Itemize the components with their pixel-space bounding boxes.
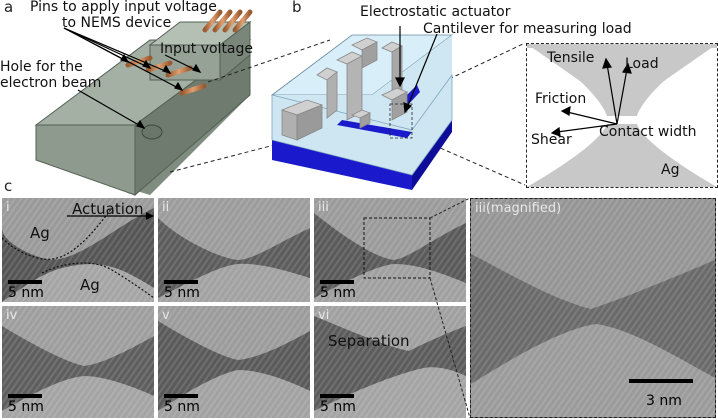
inset-tensile: Tensile (547, 50, 595, 66)
separation-label: Separation (328, 332, 410, 350)
scalebar (164, 394, 198, 398)
tem-frame-magnified: iii(magnified) 3 nm (470, 198, 716, 418)
hole-label: Hole for the (0, 59, 83, 75)
panel-c-letter: c (4, 177, 13, 195)
input-voltage-label: Input voltage (160, 41, 254, 57)
frame-v-tag: v (162, 308, 170, 323)
cantilever-label: Cantilever for measuring load (423, 21, 632, 37)
tem-frame-v: v 5 nm (158, 306, 310, 418)
scale-text: 5 nm (8, 399, 44, 415)
frame-i-tag: i (6, 200, 10, 215)
actuator-label: Electrostatic actuator (360, 4, 511, 20)
scalebar (629, 379, 693, 383)
rear-pins (202, 9, 253, 33)
tem-frame-ii: ii 5 nm (158, 198, 310, 302)
scale-text: 3 nm (646, 393, 682, 409)
tem-frame-vi: vi Separation 5 nm (314, 306, 466, 418)
scale-text: 5 nm (320, 399, 356, 415)
ag-top-label: Ag (30, 224, 50, 242)
scalebar (320, 280, 354, 284)
scale-text: 5 nm (164, 285, 200, 301)
scale-text: 5 nm (320, 285, 356, 301)
panel-a-illustration (0, 0, 300, 200)
panel-b-letter: b (292, 0, 302, 16)
scale-text: 5 nm (8, 285, 44, 301)
frame-magnified-tag: iii(magnified) (475, 201, 562, 216)
front-pins (125, 55, 207, 96)
scalebar (8, 280, 42, 284)
actuation-label: Actuation (72, 200, 144, 218)
inset-load: Load (625, 56, 659, 72)
panel-b-illustration (262, 20, 462, 195)
pins-label-line2: to NEMS device (62, 15, 172, 31)
frame-iv-tag: iv (6, 308, 18, 323)
scalebar (320, 394, 354, 398)
inset-ag: Ag (661, 162, 680, 178)
inset-shear: Shear (531, 132, 572, 148)
inset-friction: Friction (535, 91, 587, 107)
frame-ii-tag: ii (162, 200, 170, 215)
scalebar (164, 280, 198, 284)
tem-frame-i: i Actuation Ag Ag 5 nm (2, 198, 154, 302)
frame-iii-tag: iii (318, 200, 329, 215)
pins-label: Pins to apply input voltage (30, 0, 217, 15)
tem-frame-iv: iv 5 nm (2, 306, 154, 418)
frame-vi-tag: vi (318, 308, 330, 323)
scale-text: 5 nm (164, 399, 200, 415)
inset-contact-width: Contact width (599, 124, 697, 140)
hole-label-line2: electron beam (0, 75, 102, 91)
scalebar (8, 394, 42, 398)
contact-inset: Tensile Load Friction Shear Contact widt… (526, 43, 718, 188)
panel-a-letter: a (4, 0, 14, 16)
ag-bottom-label: Ag (80, 276, 100, 294)
tem-frame-iii: iii 5 nm (314, 198, 466, 302)
